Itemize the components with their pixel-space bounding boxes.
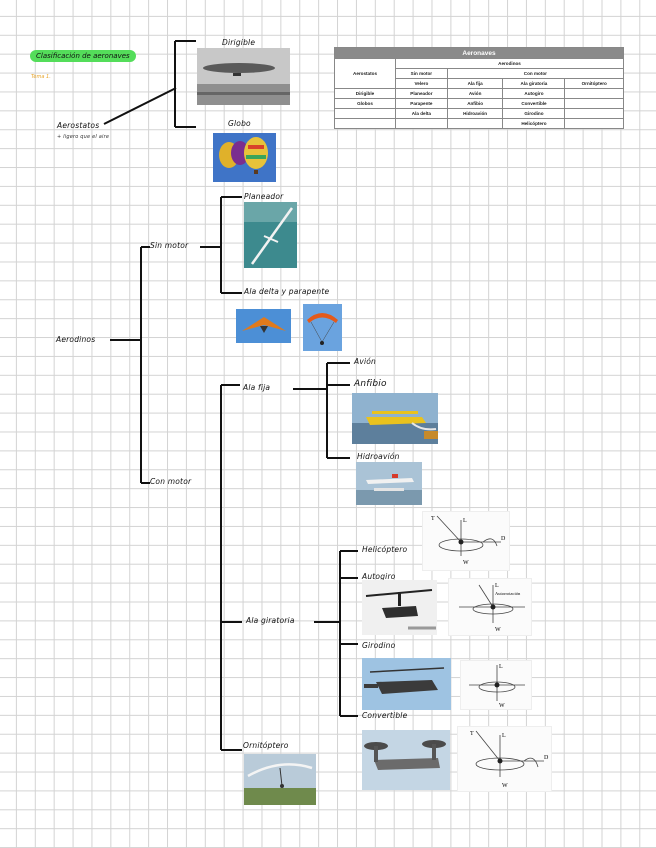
table-cell: Parapente bbox=[395, 98, 448, 109]
table-cell: Girodino bbox=[502, 108, 566, 119]
table-cell: Avión bbox=[446, 88, 504, 99]
helicoptero-force-diagram: L W D T bbox=[422, 511, 510, 571]
convertible-photo bbox=[362, 730, 450, 790]
table-title: Aeronaves bbox=[334, 47, 624, 59]
ala-delta-parapente-label: Ala delta y parapente bbox=[244, 287, 330, 296]
autogiro-photo bbox=[362, 580, 437, 635]
aerostatos-note: + ligero que el aire bbox=[57, 134, 110, 140]
table-cell: Globos bbox=[334, 98, 396, 109]
convertible-l-label: L bbox=[502, 733, 506, 739]
table-row: Helicóptero bbox=[334, 118, 624, 129]
table-ala-fija: Ala fija bbox=[446, 78, 504, 89]
table-cell: Hidroavión bbox=[446, 108, 504, 119]
convertible-t-label: T bbox=[470, 731, 474, 737]
table-con-motor: Con motor bbox=[446, 68, 625, 79]
aerostatos-label: Aerostatos bbox=[57, 121, 100, 130]
table-ornitoptero: Ornitóptero bbox=[564, 78, 624, 89]
planeador-photo bbox=[244, 202, 297, 268]
table-cell: Convertible bbox=[502, 98, 566, 109]
avion-label: Avión bbox=[354, 357, 376, 366]
autogiro-l-label: L bbox=[495, 583, 499, 589]
table-ala-giratoria: Ala giratoria bbox=[502, 78, 566, 89]
page-title: Clasificación de aeronaves bbox=[30, 50, 136, 62]
table-cell: Dirigible bbox=[334, 88, 396, 99]
girodino-w-label: W bbox=[499, 703, 505, 709]
page-subtitle: Tema 1. bbox=[31, 74, 51, 80]
table-row: Ala delta Hidroavión Girodino bbox=[334, 108, 624, 119]
globo-label: Globo bbox=[228, 119, 251, 128]
table-velero: Velero bbox=[395, 78, 448, 89]
con-motor-label: Con motor bbox=[150, 477, 192, 486]
sin-motor-label: Sin motor bbox=[150, 241, 189, 250]
girodino-force-diagram: L W bbox=[460, 660, 532, 710]
parapente-photo bbox=[303, 304, 342, 351]
table-cell: Autogiro bbox=[502, 88, 566, 99]
autogiro-label: Autogiro bbox=[362, 572, 396, 581]
table-cell bbox=[334, 118, 396, 129]
table-cell: Anfibio bbox=[446, 98, 504, 109]
anfibio-label: Anfibio bbox=[354, 379, 387, 389]
autogiro-autorrotacion-label: Autorrotación bbox=[495, 591, 521, 596]
table-sin-motor: Sin motor bbox=[395, 68, 448, 79]
dirigible-photo bbox=[197, 48, 290, 105]
dirigible-label: Dirigible bbox=[222, 38, 256, 47]
aerodinos-label: Aerodinos bbox=[56, 335, 96, 344]
aeronaves-table: Aeronaves Aerostatos Aerodinos Sin motor… bbox=[334, 47, 625, 129]
ala-fija-label: Ala fija bbox=[243, 383, 271, 392]
helicoptero-l-label: L bbox=[463, 518, 467, 524]
ornitoptero-label: Ornitóptero bbox=[243, 741, 289, 750]
table-col-aerodinos: Aerodinos bbox=[395, 58, 624, 69]
convertible-w-label: W bbox=[502, 783, 508, 789]
convertible-d-label: D bbox=[544, 755, 549, 761]
helicoptero-w-label: W bbox=[463, 560, 469, 566]
table-row: Globos Parapente Anfibio Convertible bbox=[334, 98, 624, 109]
convertible-force-diagram: L W D T bbox=[457, 726, 552, 792]
ala-giratoria-label: Ala giratoria bbox=[246, 616, 295, 625]
table-cell bbox=[395, 118, 448, 129]
table-cell: Planeador bbox=[395, 88, 448, 99]
helicoptero-label: Helicóptero bbox=[362, 545, 408, 554]
hidroavion-label: Hidroavión bbox=[357, 452, 400, 461]
girodino-label: Girodino bbox=[362, 641, 396, 650]
autogiro-force-diagram: L Autorrotación W bbox=[448, 578, 532, 636]
table-cell bbox=[334, 108, 396, 119]
girodino-photo bbox=[362, 658, 451, 710]
globo-photo bbox=[213, 133, 276, 182]
helicoptero-d-label: D bbox=[501, 536, 506, 542]
table-cell: Helicóptero bbox=[502, 118, 566, 129]
autogiro-w-label: W bbox=[495, 627, 501, 633]
convertible-label: Convertible bbox=[362, 711, 408, 720]
hidroavion-photo bbox=[356, 462, 422, 505]
girodino-l-label: L bbox=[499, 664, 503, 670]
helicoptero-t-label: T bbox=[431, 516, 435, 522]
anfibio-photo bbox=[352, 393, 438, 444]
table-col-aerostatos: Aerostatos bbox=[334, 58, 396, 89]
ala-delta-photo bbox=[236, 309, 291, 343]
table-cell: Ala delta bbox=[395, 108, 448, 119]
planeador-label: Planeador bbox=[244, 192, 284, 201]
table-row: Dirigible Planeador Avión Autogiro bbox=[334, 88, 624, 99]
ornitoptero-photo bbox=[244, 754, 316, 805]
table-cell bbox=[446, 118, 504, 129]
